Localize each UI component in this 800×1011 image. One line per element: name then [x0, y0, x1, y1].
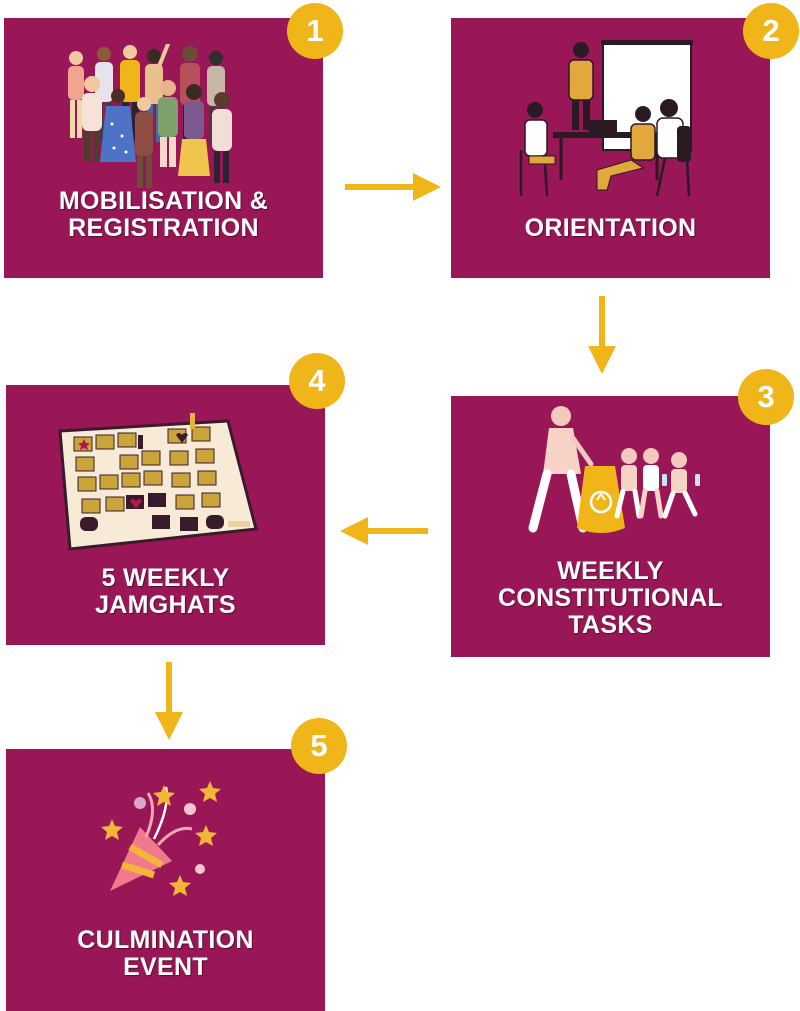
board-game — [58, 413, 258, 551]
party-popper-illustration — [101, 781, 221, 896]
crowd-figures — [68, 44, 232, 188]
step-2-box: ORIENTATION — [451, 18, 770, 278]
step-2-label: ORIENTATION — [524, 214, 697, 242]
arrow-down-4-to-5 — [155, 662, 183, 740]
step-1-number-badge: 1 — [287, 3, 343, 59]
step-5-box: CULMINATION EVENT — [6, 749, 325, 1011]
step-5-number-badge: 5 — [291, 718, 347, 774]
arrow-right-1-to-2 — [345, 173, 441, 201]
step-2-number-badge: 2 — [743, 3, 799, 59]
community-cleanup-illustration — [528, 406, 700, 533]
step-3-box: WEEKLY CONSTITUTIONAL TASKS — [451, 396, 770, 657]
arrow-down-2-to-3 — [588, 296, 616, 374]
classroom-meeting-illustration — [519, 40, 693, 196]
step-1-label: MOBILISATION & REGISTRATION — [58, 187, 269, 242]
step-4-box: 5 WEEKLY JAMGHATS — [6, 385, 325, 645]
board-game-illustration — [58, 413, 258, 551]
step-3-number-badge: 3 — [738, 369, 794, 425]
step-4-label: 5 WEEKLY JAMGHATS — [95, 564, 236, 619]
star-icons — [101, 781, 221, 896]
step-4-number-badge: 4 — [289, 353, 345, 409]
meeting-scene — [519, 40, 693, 196]
cleanup-scene — [528, 406, 700, 533]
crowd-of-people-illustration — [68, 44, 232, 188]
party-popper — [110, 786, 205, 891]
arrow-left-3-to-4 — [340, 517, 428, 545]
step-3-label: WEEKLY CONSTITUTIONAL TASKS — [497, 557, 723, 639]
step-5-label: CULMINATION EVENT — [77, 926, 254, 981]
step-1-box: MOBILISATION & REGISTRATION — [4, 18, 323, 278]
